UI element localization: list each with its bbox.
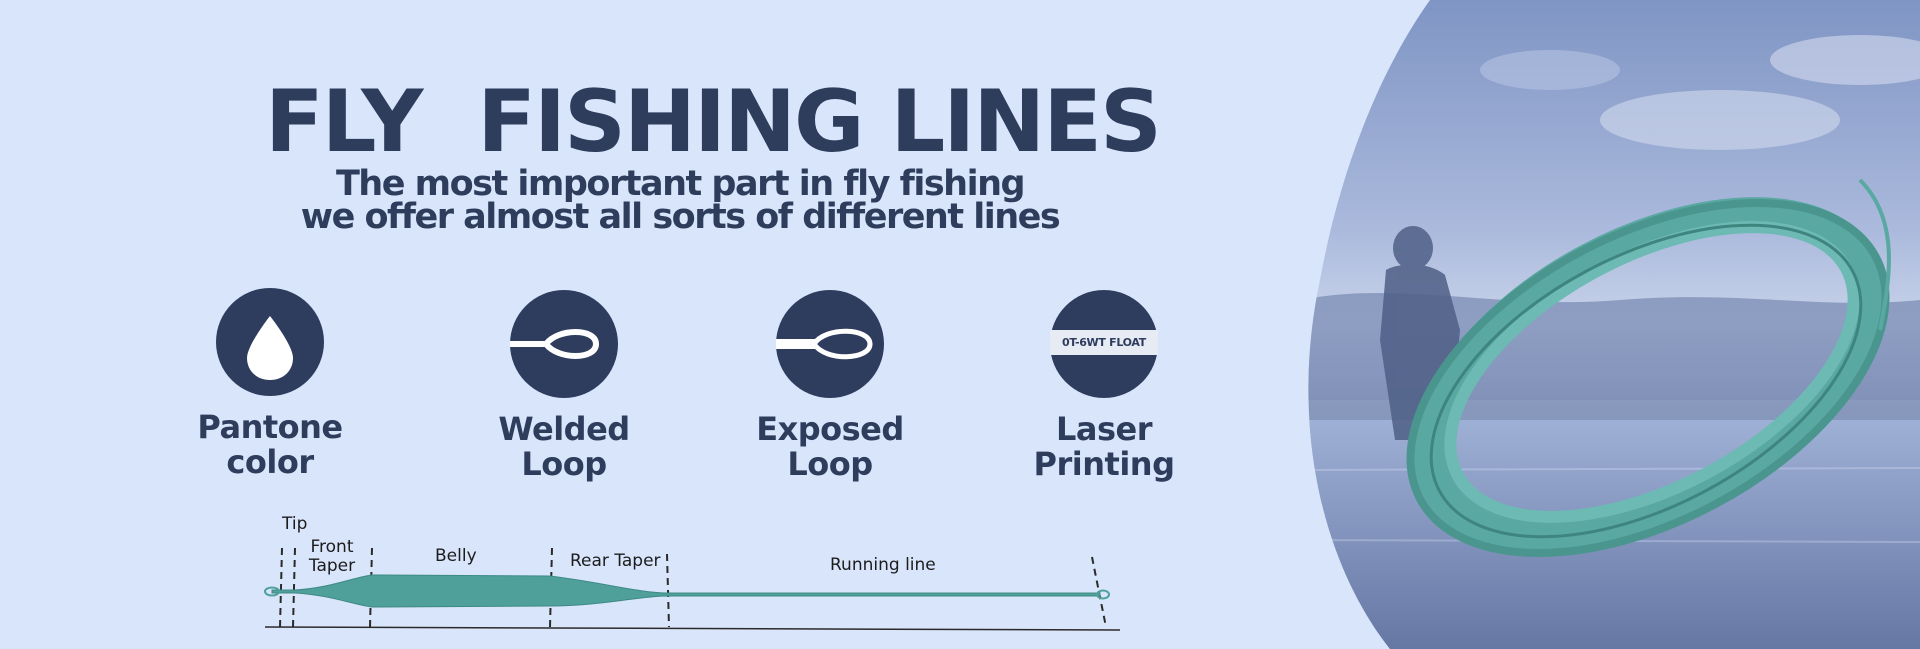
feature-label: Pantone color [160,410,380,480]
feature-label-line1: Pantone [197,408,343,446]
feature-label-line2: Loop [521,445,607,483]
welded-loop-icon [510,290,618,398]
taper-profile-graphic [264,547,1121,631]
banner-subtitle: The most important part in fly fishing w… [245,164,1115,237]
subtitle-line-1: The most important part in fly fishing [335,164,1026,204]
exposed-loop-icon [776,290,884,398]
feature-label: Exposed Loop [720,412,940,482]
feature-welded-loop: Welded Loop [454,290,674,482]
feature-label-line1: Exposed [756,410,904,448]
front-taper-label-line2: Taper [308,556,356,576]
tip-label: Tip [282,514,308,534]
running-line-label: Running line [830,555,936,575]
banner-title: FLY FISHING LINES [265,72,1162,172]
front-taper-label-line1: Front [310,537,354,557]
feature-label-line1: Welded [498,410,630,448]
laser-print-tag: 0T-6WT FLOAT [1050,330,1158,355]
feature-label: Laser Printing [994,412,1214,482]
feature-label: Welded Loop [454,412,674,482]
line-taper-diagram: Tip Front Taper Belly Rear Taper Running… [260,510,1130,640]
feature-exposed-loop: Exposed Loop [720,290,940,482]
feature-laser-printing: 0T-6WT FLOAT Laser Printing [994,290,1214,482]
front-taper-label: Front Taper [302,538,362,576]
coiled-line-image [1406,178,1891,557]
water-drop-icon [216,288,324,396]
belly-label: Belly [435,546,477,566]
rear-taper-label: Rear Taper [570,551,661,571]
subtitle-line-2: we offer almost all sorts of different l… [300,197,1061,237]
feature-label-line2: Loop [787,445,873,483]
feature-pantone-color: Pantone color [160,288,380,480]
feature-label-line2: Printing [1033,445,1175,483]
feature-label-line1: Laser [1055,410,1153,448]
fishing-photo [1308,0,1920,649]
feature-label-line2: color [226,443,314,481]
laser-print-icon: 0T-6WT FLOAT [1050,290,1158,398]
